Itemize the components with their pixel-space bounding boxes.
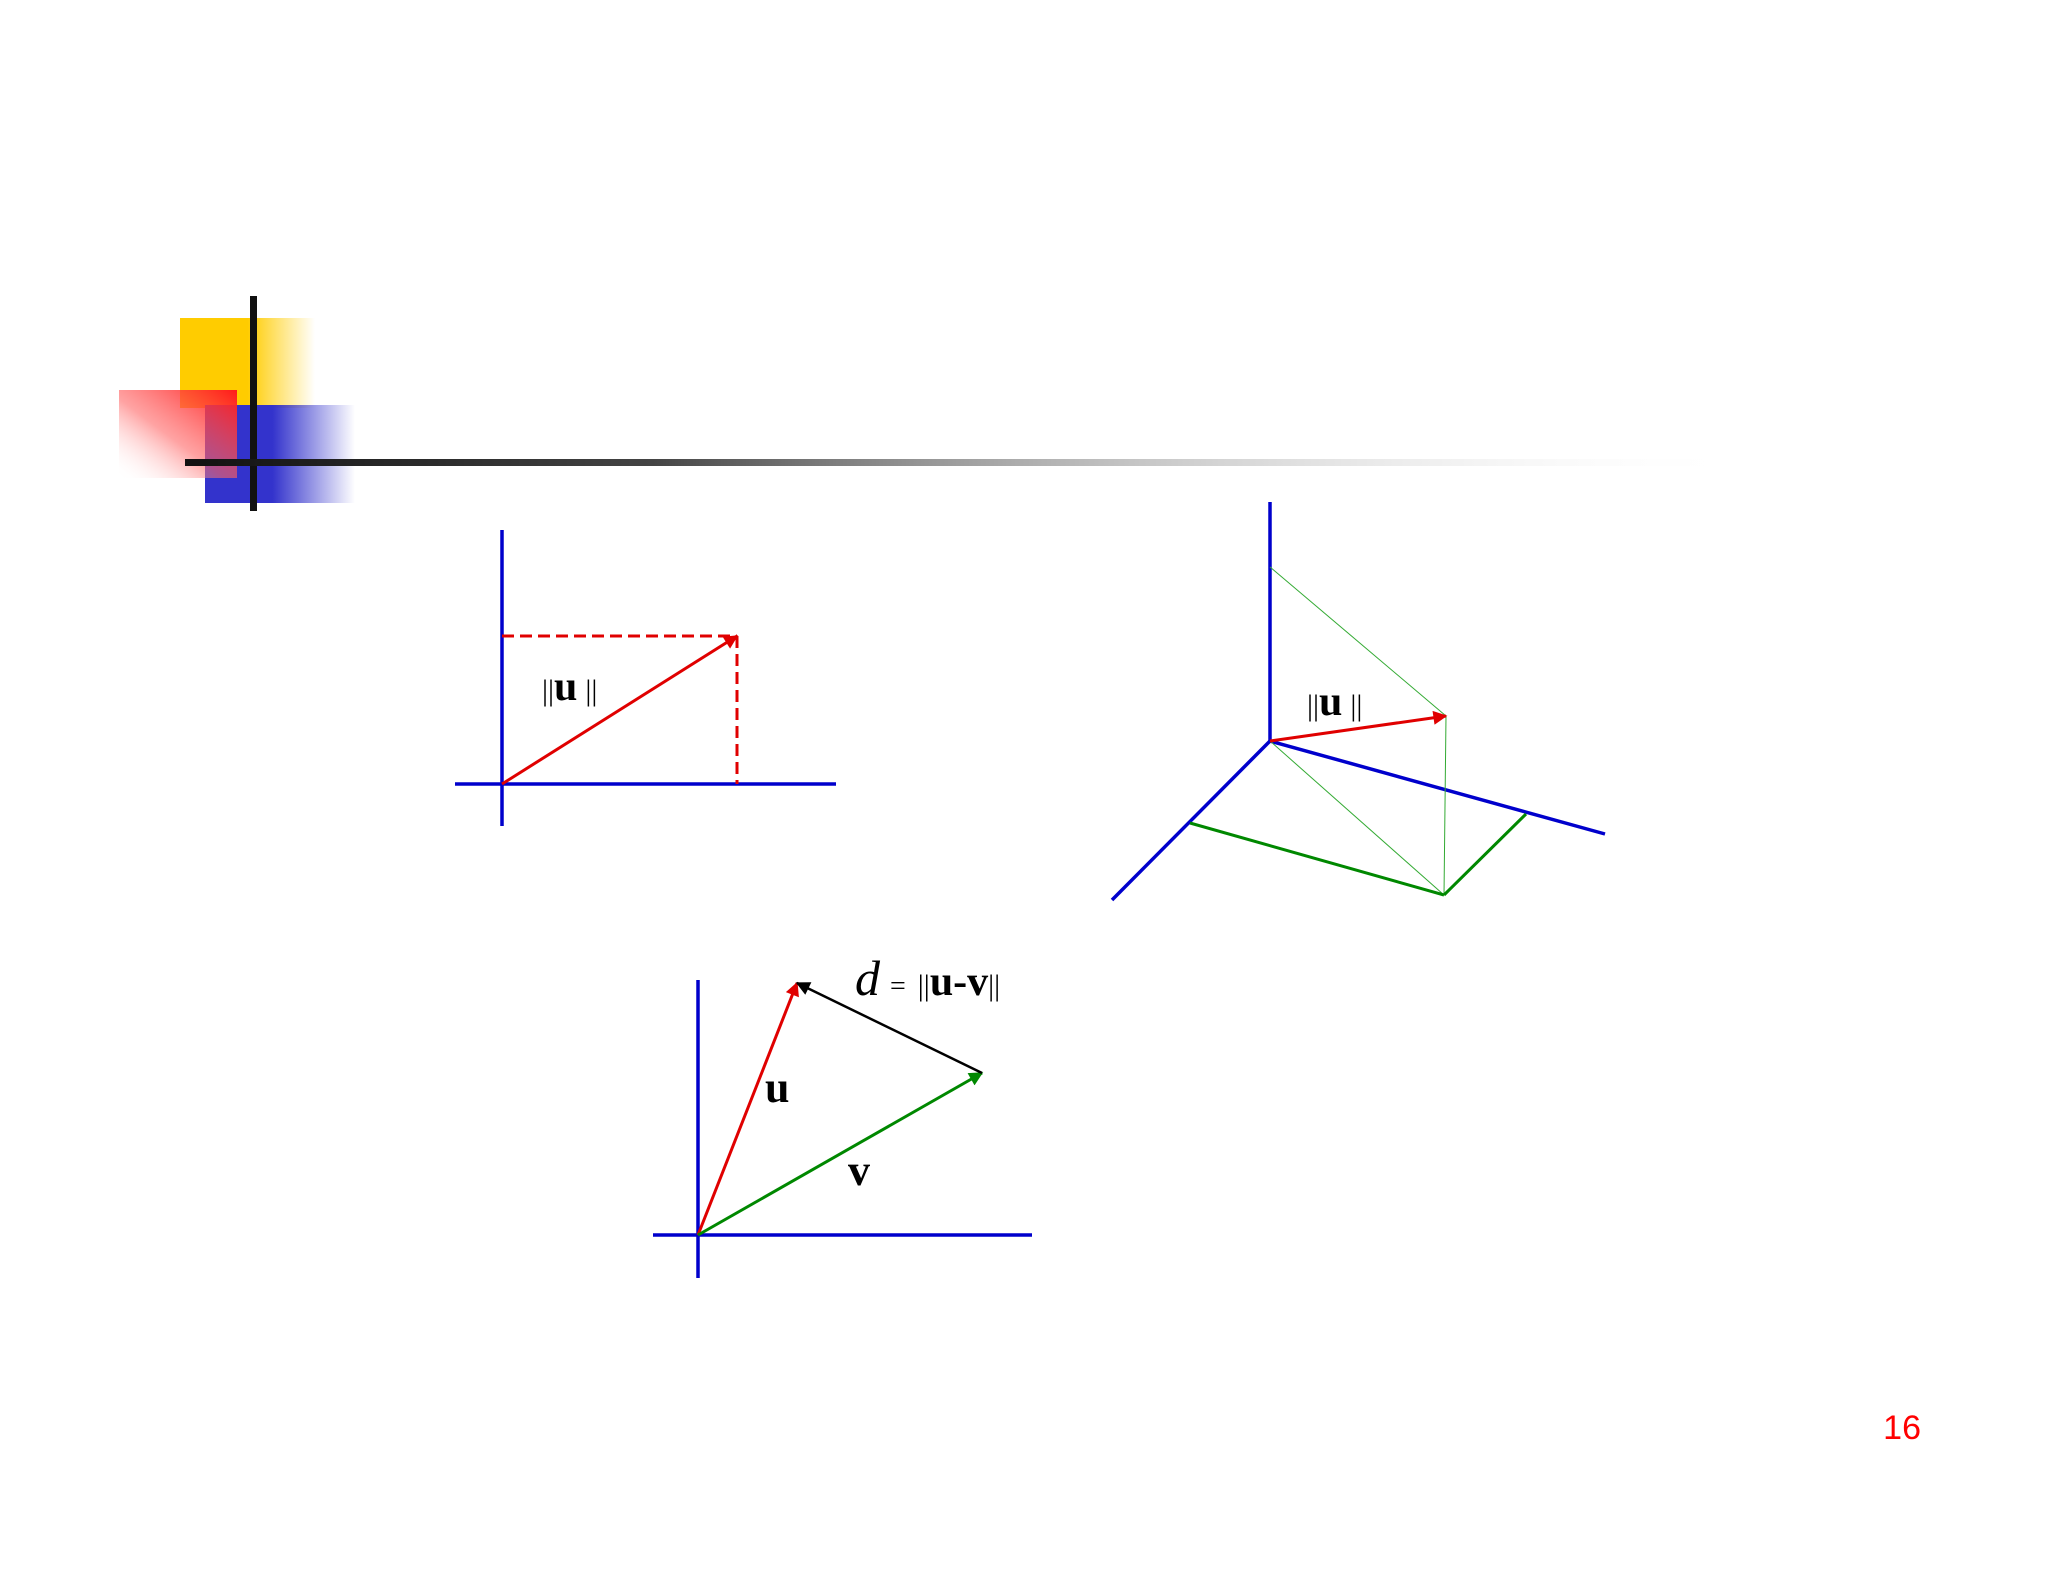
label-2d-norm: ||u|| <box>542 664 597 710</box>
norm-open-bars: || <box>918 969 930 1002</box>
helper-3d-diagonal <box>1269 740 1445 896</box>
diagram-3d-norm <box>1110 502 1606 902</box>
helper-3d-top <box>1269 566 1447 717</box>
page-number: 16 <box>1883 1409 1921 1447</box>
diagram-2d-norm <box>455 530 836 826</box>
decor-title-rule <box>185 459 1745 466</box>
helper-3d-vertical <box>1443 715 1447 896</box>
distance-variable-d: d <box>855 950 881 1006</box>
decor-vertical-bar <box>250 296 257 511</box>
vector-dist-u <box>696 981 799 1236</box>
label-vector-v: v <box>848 1146 870 1195</box>
header-decoration <box>119 296 1745 511</box>
vector-dist-difference <box>795 981 983 1075</box>
projection-3d-front <box>1189 821 1445 897</box>
norm-vector-u: u <box>1319 679 1342 725</box>
equals-sign: = <box>890 971 906 1002</box>
norm-vector-u: u <box>554 664 577 710</box>
projection-3d-side <box>1442 812 1528 897</box>
norm-open-bars: || <box>542 674 554 707</box>
label-vector-u: u <box>765 1063 789 1112</box>
norm-close-bars: || <box>988 969 1000 1002</box>
vector-2d-u <box>501 634 739 786</box>
vector-3d-u <box>1269 710 1448 743</box>
vector-dist-v <box>697 1071 984 1237</box>
label-3d-norm: ||u|| <box>1307 679 1362 725</box>
norm-close-bars: || <box>1350 689 1362 722</box>
norm-close-bars: || <box>585 674 597 707</box>
axis-3d-x <box>1110 739 1272 902</box>
axis-3d-y <box>1269 739 1606 836</box>
diagram-distance <box>653 980 1032 1278</box>
label-distance-formula: d = ||u-v|| <box>855 950 1000 1006</box>
norm-open-bars: || <box>1307 689 1319 722</box>
norm-expression: u-v <box>930 959 988 1005</box>
